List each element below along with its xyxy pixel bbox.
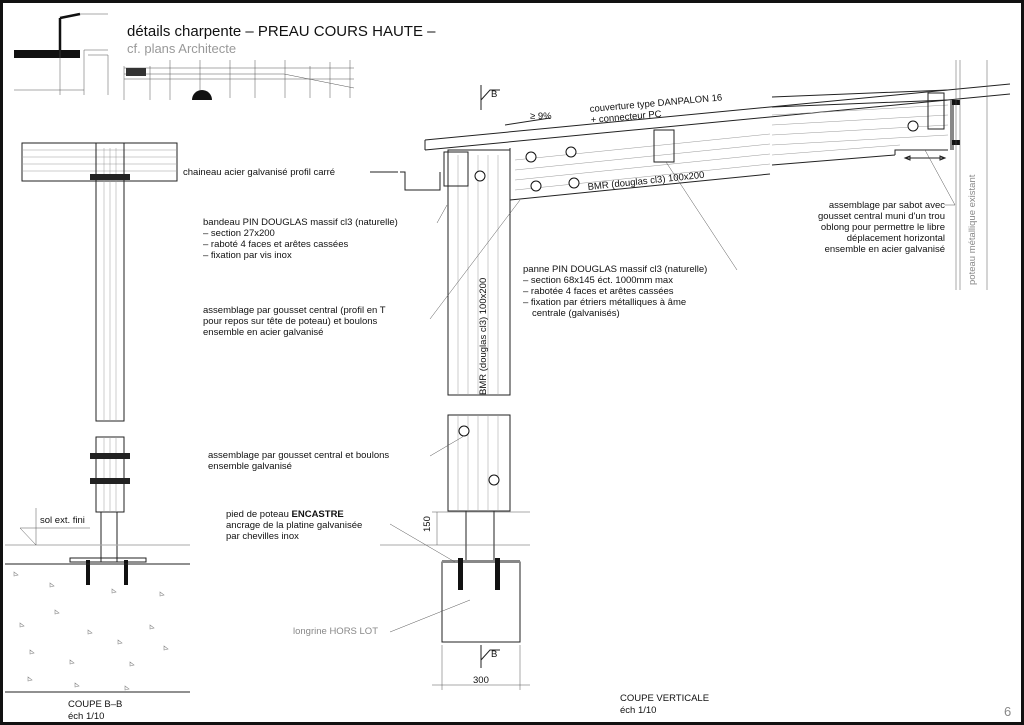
svg-text:oblong pour permettre le libre: oblong pour permettre le libre xyxy=(821,222,945,233)
gusset-top-note: assemblage par gousset central (profil e… xyxy=(203,305,386,338)
section-marker-top: B xyxy=(491,89,497,100)
dimension-300: 300 xyxy=(473,675,489,686)
svg-text:assemblage par sabot avec: assemblage par sabot avec xyxy=(829,200,945,211)
page-number: 6 xyxy=(1004,704,1011,719)
svg-text:par chevilles inox: par chevilles inox xyxy=(226,531,299,542)
svg-text:– fixation par étriers métalli: – fixation par étriers métalliques à âme xyxy=(523,297,686,308)
svg-text:pour repos sur tête de poteau): pour repos sur tête de poteau) et boulon… xyxy=(203,316,378,327)
slope-label: ≥ 9% xyxy=(530,111,552,122)
svg-text:panne PIN DOUGLAS massif cl3 (: panne PIN DOUGLAS massif cl3 (naturelle) xyxy=(523,264,707,275)
section-vertical-title: COUPE VERTICALE xyxy=(620,693,709,704)
dimension-150: 150 xyxy=(422,516,433,532)
svg-text:assemblage par gousset central: assemblage par gousset central et boulon… xyxy=(208,450,389,461)
svg-text:– raboté 4 faces et arêtes cas: – raboté 4 faces et arêtes cassées xyxy=(203,239,348,250)
svg-text:ensemble en acier galvanisé: ensemble en acier galvanisé xyxy=(825,244,945,255)
purlin-note: panne PIN DOUGLAS massif cl3 (naturelle)… xyxy=(523,264,707,319)
drawing-title: détails charpente – PREAU COURS HAUTE – xyxy=(127,23,436,40)
svg-text:centrale (galvanisés): centrale (galvanisés) xyxy=(532,308,620,319)
beam-label: BMR (douglas cl3) 100x200 xyxy=(587,170,705,193)
key-plan-thumbnail xyxy=(14,12,109,95)
section-marker-bottom: B xyxy=(491,649,497,660)
shoe-note: assemblage par sabot avec gousset centra… xyxy=(818,200,945,255)
svg-text:ancrage de la platine galvanis: ancrage de la platine galvanisée xyxy=(226,520,362,531)
ground-beam-label: longrine HORS LOT xyxy=(293,626,378,637)
svg-text:ensemble en acier galvanisé: ensemble en acier galvanisé xyxy=(203,327,323,338)
gusset-mid-note: assemblage par gousset central et boulon… xyxy=(208,450,389,472)
svg-text:déplacement horizontal: déplacement horizontal xyxy=(847,233,945,244)
elevation-thumbnail xyxy=(123,60,355,100)
existing-post-label: poteau métallique existant xyxy=(967,174,978,285)
section-bb-scale: éch 1/10 xyxy=(68,711,104,722)
ground-level-label: sol ext. fini xyxy=(40,515,85,526)
gutter-label: chaineau acier galvanisé profil carré xyxy=(183,167,335,178)
svg-text:– fixation par vis inox: – fixation par vis inox xyxy=(203,250,292,261)
svg-text:– rabotée 4 faces et arêtes ca: – rabotée 4 faces et arêtes cassées xyxy=(523,286,674,297)
svg-text:gousset central muni d'un trou: gousset central muni d'un trou xyxy=(818,211,945,222)
svg-text:bandeau PIN DOUGLAS massif cl3: bandeau PIN DOUGLAS massif cl3 (naturell… xyxy=(203,217,398,228)
svg-text:pied de poteau ENCASTRE: pied de poteau ENCASTRE xyxy=(226,509,344,520)
post-foot-note: pied de poteau ENCASTRE ancrage de la pl… xyxy=(226,509,362,542)
section-vertical xyxy=(370,83,1011,690)
fascia-note: bandeau PIN DOUGLAS massif cl3 (naturell… xyxy=(203,217,398,261)
section-vertical-scale: éch 1/10 xyxy=(620,705,656,716)
post-label: BMR (douglas cl3) 100x200 xyxy=(478,278,489,395)
svg-text:– section 68x145 éct. 1000mm m: – section 68x145 éct. 1000mm max xyxy=(523,275,673,286)
section-bb xyxy=(5,142,190,693)
svg-text:assemblage par gousset central: assemblage par gousset central (profil e… xyxy=(203,305,386,316)
shoe-detail xyxy=(771,60,988,290)
section-bb-title: COUPE B–B xyxy=(68,699,122,710)
svg-text:– section 27x200: – section 27x200 xyxy=(203,228,275,239)
svg-text:ensemble galvanisé: ensemble galvanisé xyxy=(208,461,292,472)
drawing-subtitle: cf. plans Architecte xyxy=(127,41,236,56)
